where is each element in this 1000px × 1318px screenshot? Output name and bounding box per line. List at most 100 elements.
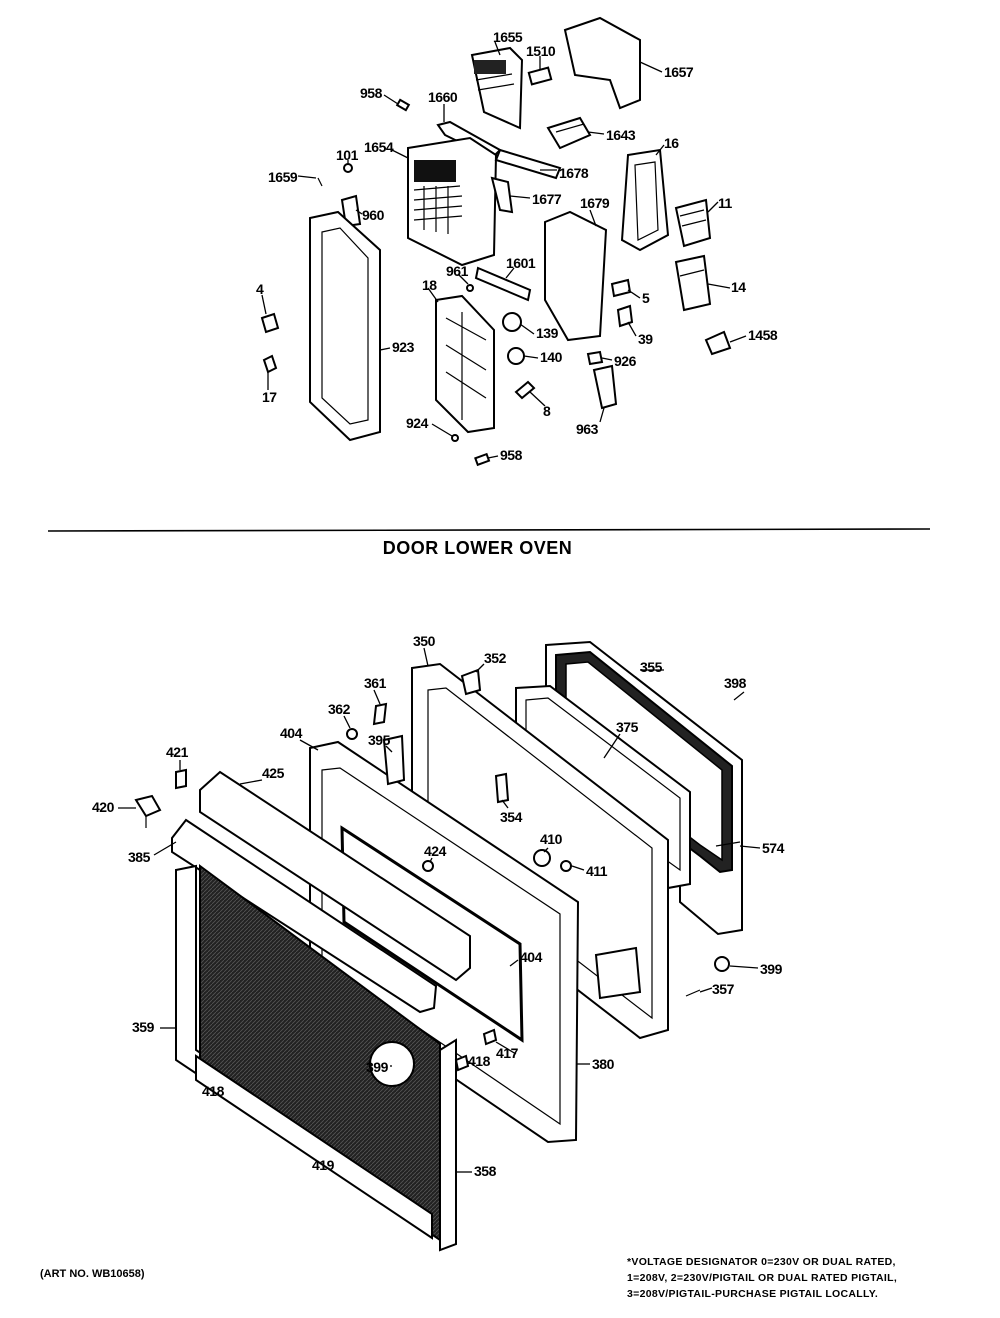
callout-924: 924 <box>406 415 429 431</box>
part-961-screw <box>466 284 474 292</box>
part-424-screw <box>422 860 434 872</box>
part-362-washer <box>346 728 358 740</box>
part-385-handle <box>171 818 438 1014</box>
part-352-hinge <box>460 668 482 696</box>
callout-399: 399 <box>366 1059 389 1075</box>
callout-410: 410 <box>540 831 563 847</box>
callout-11: 11 <box>718 195 733 211</box>
callout-1677: 1677 <box>532 191 562 207</box>
part-923-frame <box>309 210 381 442</box>
callout-1659: 1659 <box>268 169 298 185</box>
callout-385: 385 <box>128 849 151 865</box>
callout-958-lower: 958 <box>500 447 523 463</box>
callout-404-top: 404 <box>280 725 303 741</box>
part-1655-control-board <box>470 46 524 130</box>
lower-leader-lines <box>118 647 761 1173</box>
callout-5: 5 <box>642 290 650 306</box>
callout-425: 425 <box>262 765 285 781</box>
part-963-bracket <box>592 364 618 410</box>
part-354-clip <box>494 772 510 804</box>
part-420-knob <box>134 794 162 828</box>
part-8-stem <box>514 380 536 400</box>
part-1659-pin <box>317 177 323 187</box>
voltage-note-line-2: 1=208V, 2=230V/PIGTAIL OR DUAL RATED PIG… <box>627 1272 898 1284</box>
part-1510-connector <box>527 66 553 86</box>
part-421-screw <box>175 768 187 790</box>
callout-923: 923 <box>392 339 415 355</box>
callout-357: 357 <box>712 981 735 997</box>
callout-1601: 1601 <box>506 255 536 271</box>
callout-411: 411 <box>586 863 608 879</box>
callout-358: 358 <box>474 1163 497 1179</box>
lower-callouts: 350 352 355 398 361 362 375 404 395 421 … <box>92 633 785 1179</box>
callout-1510: 1510 <box>526 43 556 59</box>
callout-14: 14 <box>731 279 746 295</box>
callout-398: 398 <box>724 675 747 691</box>
callout-375: 375 <box>616 719 639 735</box>
callout-424: 424 <box>424 843 447 859</box>
upper-callouts: 1655 1510 1657 958 1660 1643 16 1654 101… <box>256 29 778 463</box>
upper-leader-lines <box>261 41 747 459</box>
part-924-screw <box>451 434 459 442</box>
callout-350: 350 <box>413 633 436 649</box>
callout-18: 18 <box>422 277 437 293</box>
part-39-clip <box>616 304 634 328</box>
callout-963: 963 <box>576 421 599 437</box>
part-16-housing <box>620 148 670 252</box>
voltage-designator-note: *VOLTAGE DESIGNATOR 0=230V OR DUAL RATED… <box>627 1254 997 1302</box>
part-11-relay <box>674 198 712 248</box>
part-958-screw <box>395 98 411 112</box>
callout-1678: 1678 <box>559 165 589 181</box>
callout-421: 421 <box>166 744 189 760</box>
callout-354: 354 <box>500 809 523 825</box>
callout-1655: 1655 <box>493 29 523 45</box>
part-14-transformer <box>674 254 712 312</box>
callout-380: 380 <box>592 1056 615 1072</box>
part-359-outer-door <box>175 864 441 1242</box>
part-140-fan <box>507 347 525 365</box>
part-410-grommet <box>533 849 551 867</box>
lower-assembly: 350 352 355 398 361 362 375 404 395 421 … <box>92 633 785 1252</box>
section-title: DOOR LOWER OVEN <box>382 538 573 558</box>
part-1677-bracket <box>490 176 514 214</box>
callout-355: 355 <box>640 659 663 675</box>
callout-420: 420 <box>92 799 115 815</box>
callout-352: 352 <box>484 650 507 666</box>
part-1643-switch <box>546 116 592 150</box>
callout-1657: 1657 <box>664 64 694 80</box>
callout-139: 139 <box>536 325 559 341</box>
part-1657-cover <box>563 16 641 110</box>
part-17-bulb <box>262 354 278 374</box>
callout-1458: 1458 <box>748 327 778 343</box>
callout-958: 958 <box>360 85 383 101</box>
part-926-bracket <box>586 350 604 366</box>
callout-1660: 1660 <box>428 89 458 105</box>
callout-359: 359 <box>132 1019 155 1035</box>
part-574-clip <box>715 841 741 847</box>
part-4-knob <box>260 312 280 334</box>
part-101-screw <box>343 163 353 173</box>
callout-8: 8 <box>543 403 551 419</box>
callout-1643: 1643 <box>606 127 636 143</box>
callout-399-right: 399 <box>760 961 783 977</box>
callout-961: 961 <box>446 263 469 279</box>
part-398-pin <box>733 691 745 701</box>
callout-926: 926 <box>614 353 637 369</box>
part-1679-frame <box>544 210 608 342</box>
callout-17: 17 <box>262 389 277 405</box>
part-425-handle-rail <box>199 770 471 982</box>
part-358-trim <box>439 1038 457 1252</box>
callout-574: 574 <box>762 840 785 856</box>
part-399-cap <box>714 956 730 972</box>
voltage-note-line-3: 3=208V/PIGTAIL-PURCHASE PIGTAIL LOCALLY. <box>627 1288 879 1300</box>
section-divider <box>47 528 931 532</box>
part-958-screw-lower <box>474 452 491 467</box>
part-1678-strip <box>494 148 562 180</box>
part-417-screw <box>482 1028 498 1046</box>
part-395-bracket <box>382 734 406 786</box>
callout-419: 419 <box>312 1157 335 1173</box>
art-number: (ART NO. WB10658) <box>40 1268 145 1280</box>
callout-418-right: 418 <box>468 1053 491 1069</box>
part-1601-bar <box>474 266 532 302</box>
